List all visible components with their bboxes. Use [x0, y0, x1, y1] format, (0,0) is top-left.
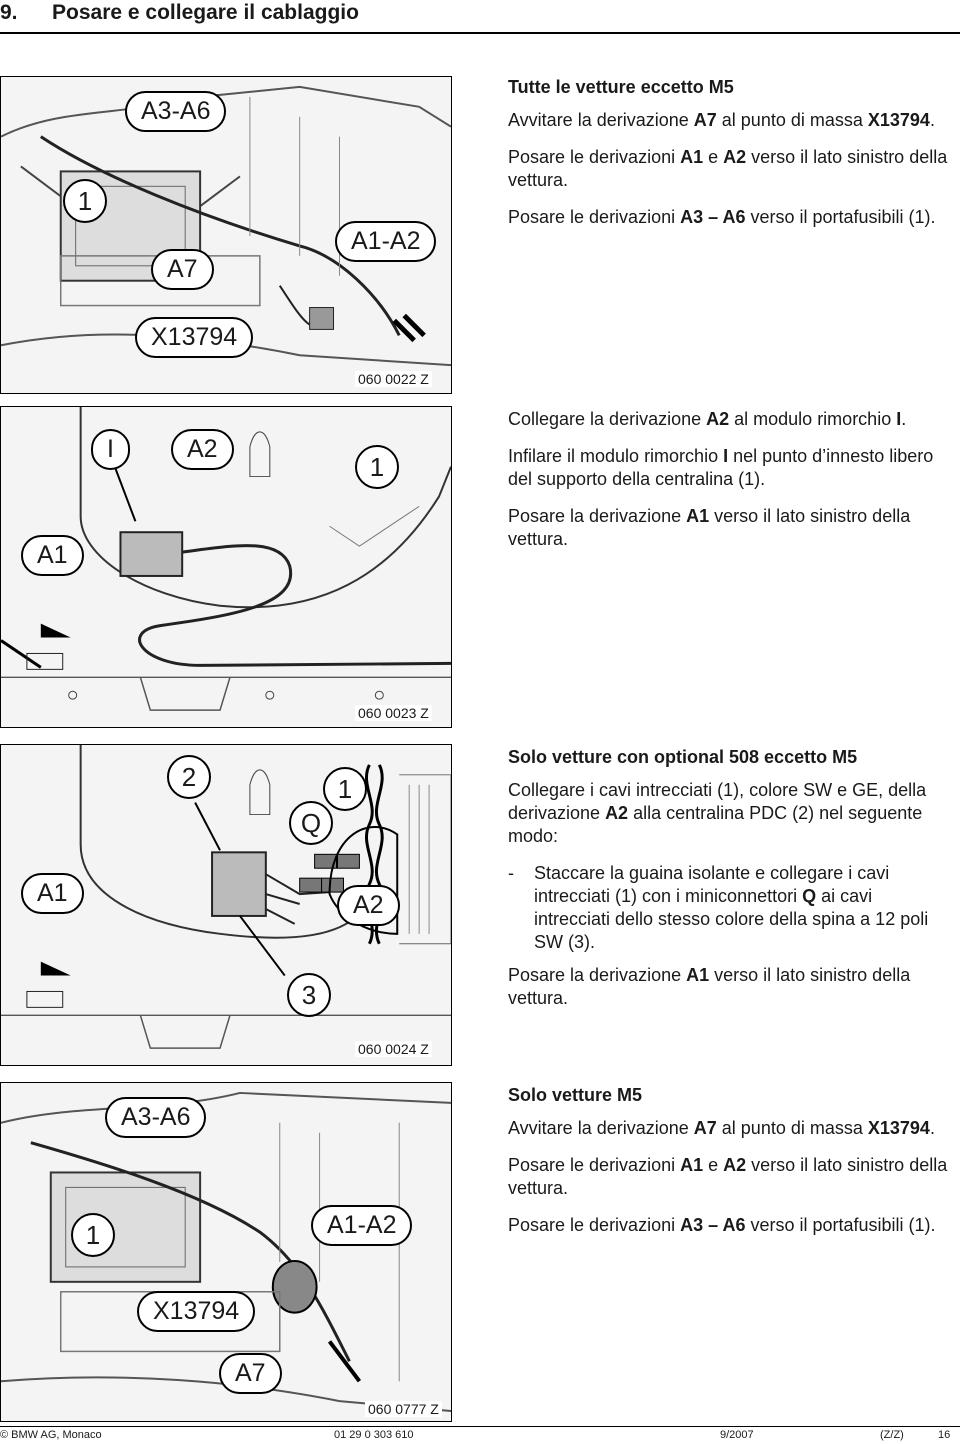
page-header: 9. Posare e collegare il cablaggio — [0, 0, 960, 26]
instructions-optional-508: Solo vetture con optional 508 eccetto M5… — [508, 746, 948, 1024]
instruction-paragraph: Collegare i cavi intrecciati (1), colore… — [508, 780, 927, 846]
instructions-all-except-m5: Tutte le vetture eccetto M5 Avvitare la … — [508, 76, 948, 243]
instructions-trailer-module: Collegare la derivazione A2 al modulo ri… — [508, 408, 948, 565]
callout-a1: A1 — [21, 873, 84, 914]
footer-copyright: © BMW AG, Monaco — [0, 1429, 102, 1441]
callout-2: 2 — [167, 755, 211, 799]
figure-code: 060 0022 Z — [355, 371, 432, 387]
instruction-paragraph: Posare le derivazioni A3 – A6 verso il p… — [508, 207, 936, 227]
callout-x13794: X13794 — [135, 317, 254, 358]
callout-1: 1 — [323, 767, 367, 811]
callout-a3-a6: A3-A6 — [105, 1097, 207, 1138]
callout-a2: A2 — [171, 429, 234, 470]
callout-1: 1 — [355, 445, 399, 489]
wiring-illustration-2 — [1, 407, 451, 711]
page-title: Posare e collegare il cablaggio — [52, 1, 359, 24]
instruction-paragraph: Posare la derivazione A1 verso il lato s… — [508, 965, 911, 1008]
figure-code: 060 0024 Z — [355, 1041, 432, 1057]
callout-a3-a6: A3-A6 — [125, 91, 227, 132]
instruction-paragraph: Infilare il modulo rimorchio I nel punto… — [508, 446, 934, 489]
callout-a2: A2 — [337, 885, 400, 926]
instruction-list-item: - Staccare la guaina isolante e collegar… — [508, 863, 929, 952]
section-heading: Solo vetture con optional 508 eccetto M5 — [508, 747, 858, 767]
instruction-paragraph: Collegare la derivazione A2 al modulo ri… — [508, 409, 907, 429]
callout-a1-a2: A1-A2 — [335, 221, 437, 262]
callout-module-i: I — [91, 429, 130, 470]
footer-divider — [0, 1426, 960, 1427]
callout-a1: A1 — [21, 535, 84, 576]
instruction-paragraph: Posare le derivazioni A1 e A2 verso il l… — [508, 147, 948, 190]
figure-code: 060 0023 Z — [355, 705, 432, 721]
instruction-paragraph: Avvitare la derivazione A7 al punto di m… — [508, 110, 935, 130]
callout-a1-a2: A1-A2 — [311, 1205, 413, 1246]
figure-060-0023: I A2 1 A1 060 0023 Z — [0, 406, 452, 728]
instruction-paragraph: Posare la derivazione A1 verso il lato s… — [508, 506, 911, 549]
callout-1: 1 — [63, 179, 107, 223]
section-heading: Solo vetture M5 — [508, 1085, 643, 1105]
callout-1: 1 — [71, 1213, 115, 1257]
list-dash: - — [508, 863, 514, 883]
figure-060-0777: A3-A6 1 A1-A2 X13794 A7 060 0777 Z — [0, 1082, 452, 1422]
callout-a7: A7 — [151, 249, 214, 290]
footer-code: (Z/Z) — [880, 1429, 904, 1441]
callout-a7: A7 — [219, 1353, 282, 1394]
footer-doc-number: 01 29 0 303 610 — [334, 1429, 414, 1441]
instruction-paragraph: Posare le derivazioni A3 – A6 verso il p… — [508, 1215, 936, 1235]
figure-060-0024: 2 1 Q A1 A2 3 060 0024 Z — [0, 744, 452, 1066]
title-divider — [0, 32, 960, 34]
figure-code: 060 0777 Z — [365, 1401, 442, 1417]
figure-060-0022: A3-A6 1 A7 A1-A2 X13794 060 0022 Z — [0, 76, 452, 394]
footer-date: 9/2007 — [720, 1429, 754, 1441]
footer-page-number: 16 — [938, 1429, 951, 1441]
instructions-m5-only: Solo vetture M5 Avvitare la derivazione … — [508, 1084, 948, 1251]
section-heading: Tutte le vetture eccetto M5 — [508, 77, 734, 97]
callout-q: Q — [289, 801, 333, 845]
section-number: 9. — [0, 1, 18, 24]
callout-3: 3 — [287, 973, 331, 1017]
instruction-paragraph: Avvitare la derivazione A7 al punto di m… — [508, 1118, 935, 1138]
callout-x13794: X13794 — [137, 1291, 256, 1332]
instruction-paragraph: Posare le derivazioni A1 e A2 verso il l… — [508, 1155, 948, 1198]
